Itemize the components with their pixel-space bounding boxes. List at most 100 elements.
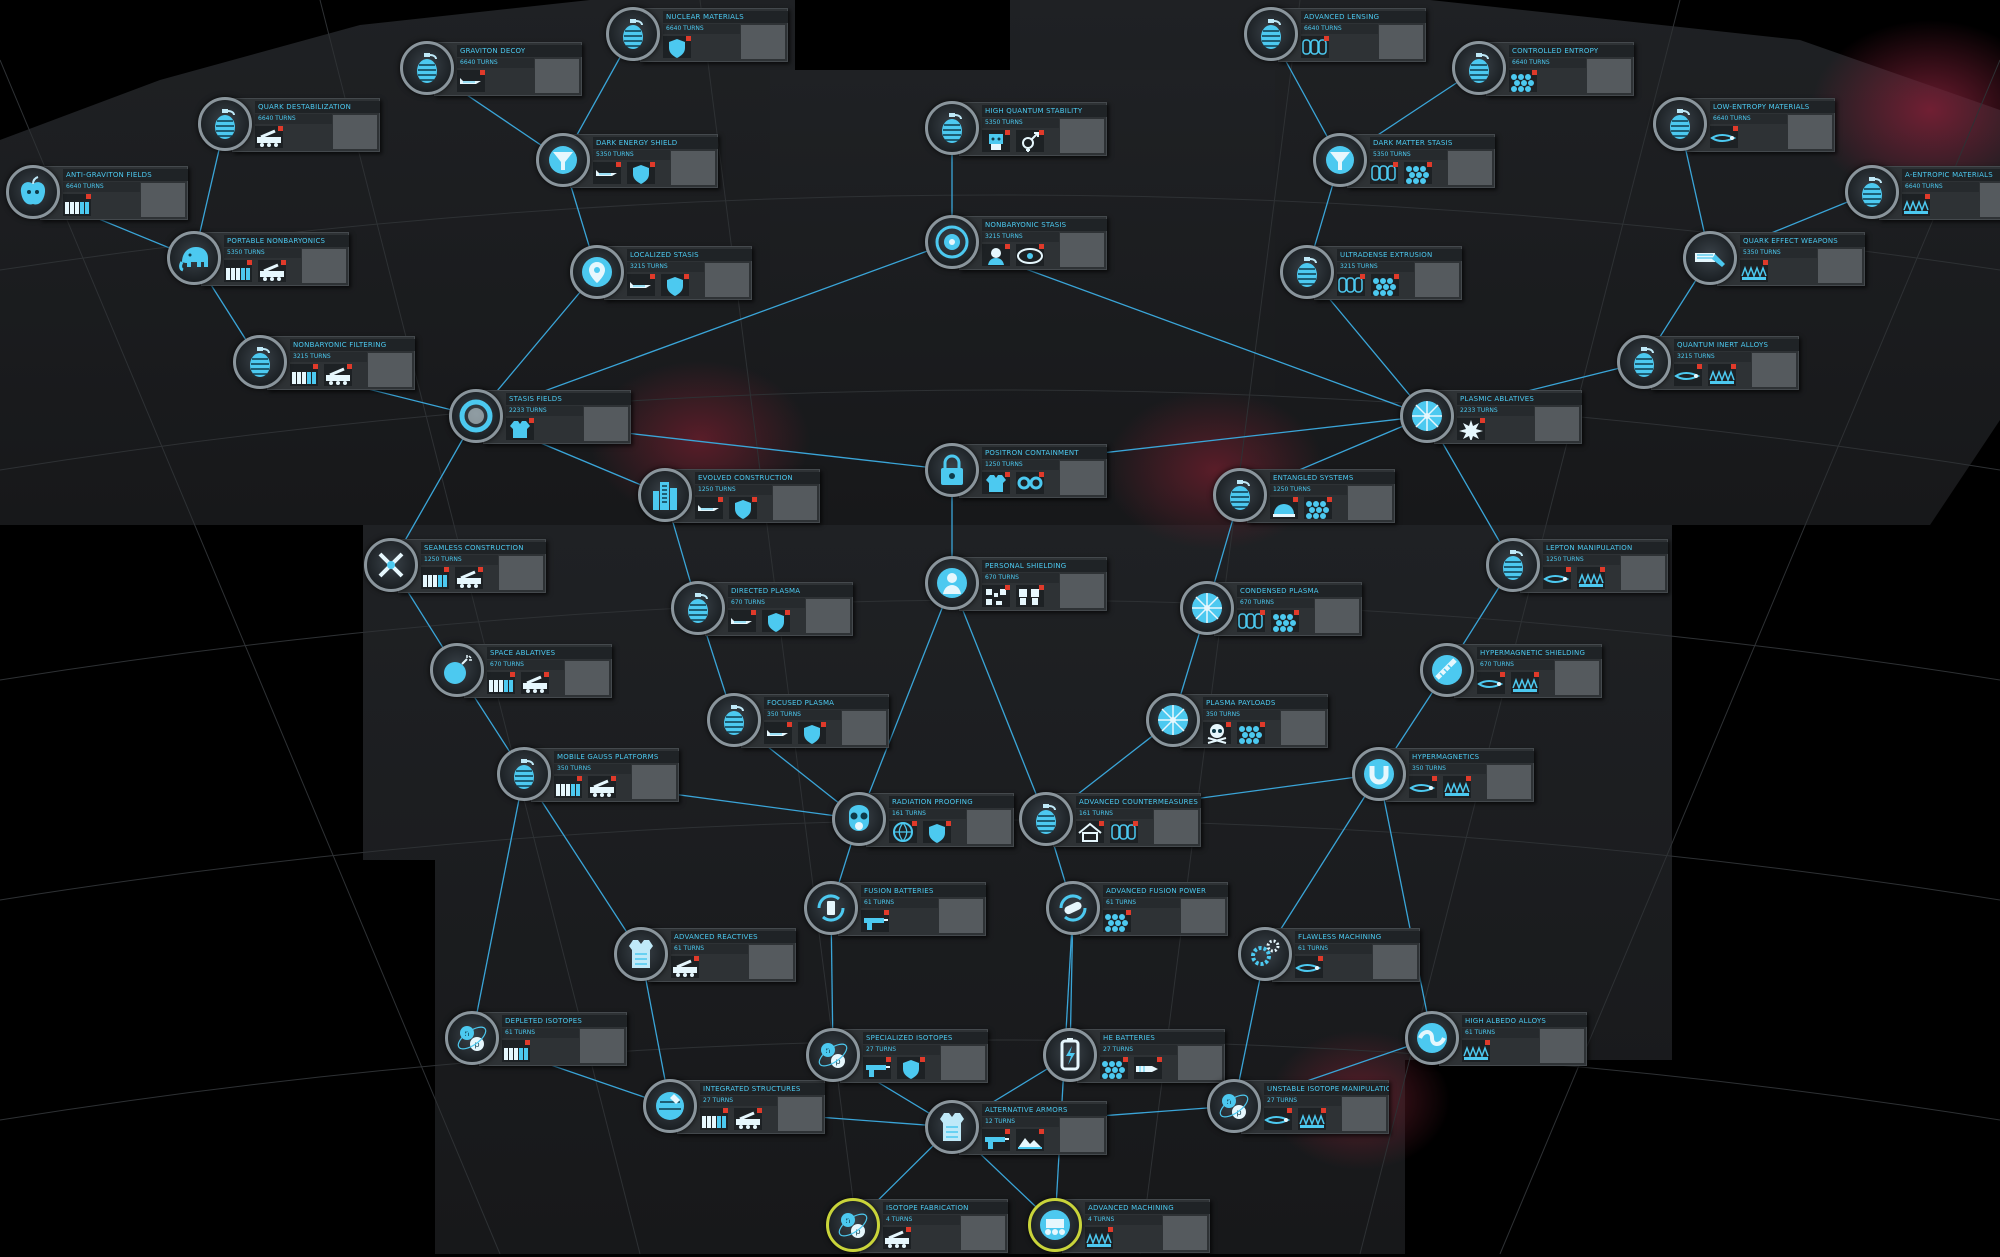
waveform-icon[interactable] — [1443, 776, 1471, 798]
tech-card[interactable]: Depleted Isotopes61 Turns — [479, 1012, 627, 1066]
tech-icon-button[interactable] — [1653, 97, 1707, 151]
tech-node-ultradense-extrusion[interactable]: Ultradense Extrusion3215 Turns — [1280, 242, 1470, 304]
tech-icon-button[interactable] — [233, 335, 287, 389]
terrain-icon[interactable] — [1016, 1129, 1044, 1151]
tech-icon-button[interactable] — [643, 1079, 697, 1133]
waveform-icon[interactable] — [1708, 364, 1736, 386]
cells-icon[interactable] — [1337, 274, 1365, 296]
globe-icon[interactable] — [889, 821, 917, 843]
tech-card[interactable]: Fusion Batteries61 Turns — [838, 882, 986, 936]
hexmesh-icon[interactable] — [1100, 1057, 1128, 1079]
jet-icon[interactable] — [1264, 1108, 1292, 1130]
tech-icon-button[interactable] — [1028, 1198, 1082, 1252]
tech-icon-button[interactable] — [198, 97, 252, 151]
tech-card[interactable]: Nonbaryonic Filtering3215 Turns — [267, 336, 415, 390]
jet-icon[interactable] — [1477, 672, 1505, 694]
house-icon[interactable] — [1076, 821, 1104, 843]
tech-node-high-albedo-alloys[interactable]: High Albedo Alloys61 Turns — [1405, 1008, 1595, 1070]
launcher-truck-icon[interactable] — [588, 776, 616, 798]
tech-card[interactable]: Nonbaryonic Stasis3215 Turns — [959, 216, 1107, 270]
armor-icon[interactable] — [506, 418, 534, 440]
tech-icon-button[interactable] — [638, 468, 692, 522]
tech-node-graviton-decoy[interactable]: Graviton Decoy6640 Turns — [400, 38, 590, 100]
waveform-icon[interactable] — [1740, 260, 1768, 282]
ammo-icon[interactable] — [700, 1108, 728, 1130]
tech-card[interactable]: Specialized Isotopes27 Turns — [840, 1029, 988, 1083]
tech-node-hypermagnetics[interactable]: Hypermagnetics350 Turns — [1352, 744, 1542, 806]
tech-node-isotope-fabrication[interactable]: Isotope Fabrication4 Turnsnp — [826, 1195, 1016, 1257]
tech-card[interactable]: A-Entropic Materials6640 Turns — [1879, 166, 2000, 220]
waveform-icon[interactable] — [1902, 194, 1930, 216]
waveform-icon[interactable] — [1298, 1108, 1326, 1130]
tech-card[interactable]: Flawless Machining61 Turns — [1272, 928, 1420, 982]
tech-icon-button[interactable] — [614, 927, 668, 981]
ammo-icon[interactable] — [487, 672, 515, 694]
tech-icon-button[interactable] — [1400, 389, 1454, 443]
tech-icon-button[interactable] — [6, 165, 60, 219]
tech-icon-button[interactable] — [925, 215, 979, 269]
tech-card[interactable]: Hypermagnetics350 Turns — [1386, 748, 1534, 802]
robots-icon[interactable] — [1016, 585, 1044, 607]
launcher-truck-icon[interactable] — [521, 672, 549, 694]
tech-card[interactable]: High Quantum Stability5350 Turns — [959, 102, 1107, 156]
tech-node-nuclear-materials[interactable]: Nuclear Materials6640 Turns — [606, 4, 796, 66]
helmet-icon[interactable] — [1270, 497, 1298, 519]
tech-icon-button[interactable] — [1043, 1028, 1097, 1082]
tech-card[interactable]: Localized Stasis3215 Turns — [604, 246, 752, 300]
tech-icon-button[interactable] — [671, 581, 725, 635]
tech-card[interactable]: Advanced Machining4 Turns — [1062, 1199, 1210, 1253]
jet-icon[interactable] — [1409, 776, 1437, 798]
tech-node-depleted-isotopes[interactable]: Depleted Isotopes61 Turnsnp — [445, 1008, 635, 1070]
ammo-icon[interactable] — [290, 364, 318, 386]
tech-icon-button[interactable] — [570, 245, 624, 299]
tech-node-integrated-structures[interactable]: Integrated Structures27 Turns — [643, 1076, 833, 1138]
tech-node-lepton-manipulation[interactable]: Lepton Manipulation1250 Turns — [1486, 535, 1676, 597]
tech-card[interactable]: Evolved Construction1250 Turns — [672, 469, 820, 523]
tech-card[interactable]: Seamless Construction1250 Turns — [398, 539, 546, 593]
tech-icon-button[interactable] — [364, 538, 418, 592]
tech-node-entangled-systems[interactable]: Entangled Systems1250 Turns — [1213, 465, 1403, 527]
tech-node-positron-containment[interactable]: Positron Containment1250 Turns — [925, 440, 1115, 502]
waveform-icon[interactable] — [1511, 672, 1539, 694]
hexmesh-icon[interactable] — [1509, 70, 1537, 92]
tech-node-controlled-entropy[interactable]: Controlled Entropy6640 Turns — [1452, 38, 1642, 100]
jet-icon[interactable] — [1295, 956, 1323, 978]
tech-icon-button[interactable] — [1244, 7, 1298, 61]
tech-icon-button[interactable] — [1213, 468, 1267, 522]
gender-icon[interactable] — [1016, 130, 1044, 152]
tech-node-hypermagnetic-shielding[interactable]: Hypermagnetic Shielding670 Turns — [1420, 640, 1610, 702]
tech-node-advanced-lensing[interactable]: Advanced Lensing6640 Turns — [1244, 4, 1434, 66]
tech-icon-button[interactable] — [1452, 41, 1506, 95]
tech-node-anti-graviton-fields[interactable]: Anti-Graviton Fields6640 Turns — [6, 162, 196, 224]
tech-node-specialized-isotopes[interactable]: Specialized Isotopes27 Turnsnp — [806, 1025, 996, 1087]
tech-card[interactable]: Advanced Countermeasures161 Turns — [1053, 793, 1201, 847]
explosion-icon[interactable] — [1457, 418, 1485, 442]
hexmesh-icon[interactable] — [1304, 497, 1332, 519]
tech-card[interactable]: Controlled Entropy6640 Turns — [1486, 42, 1634, 96]
tech-icon-button[interactable] — [400, 41, 454, 95]
tech-node-seamless-construction[interactable]: Seamless Construction1250 Turns — [364, 535, 554, 597]
ammo-icon[interactable] — [554, 776, 582, 798]
missile-icon[interactable] — [695, 497, 723, 519]
tech-node-high-quantum-stability[interactable]: High Quantum Stability5350 Turns — [925, 98, 1115, 160]
tech-card[interactable]: Anti-Graviton Fields6640 Turns — [40, 166, 188, 220]
shield-icon[interactable] — [762, 610, 790, 632]
tech-card[interactable]: Hypermagnetic Shielding670 Turns — [1454, 644, 1602, 698]
tech-node-quantum-inert-alloys[interactable]: Quantum Inert Alloys3215 Turns — [1617, 332, 1807, 394]
tech-icon-button[interactable] — [1845, 165, 1899, 219]
tech-node-dark-matter-stasis[interactable]: Dark Matter Stasis5350 Turns — [1313, 130, 1503, 192]
launcher-truck-icon[interactable] — [734, 1108, 762, 1130]
shield-icon[interactable] — [798, 722, 826, 744]
tech-card[interactable]: Dark Matter Stasis5350 Turns — [1347, 134, 1495, 188]
jet-icon[interactable] — [1674, 364, 1702, 386]
tech-card[interactable]: Portable Nonbaryonics5350 Turns — [201, 232, 349, 286]
cells-icon[interactable] — [1370, 162, 1398, 184]
shield-icon[interactable] — [897, 1057, 925, 1079]
shield-icon[interactable] — [661, 274, 689, 296]
tech-node-stasis-fields[interactable]: Stasis Fields2233 Turns — [449, 386, 639, 448]
tech-node-nonbaryonic-stasis[interactable]: Nonbaryonic Stasis3215 Turns — [925, 212, 1115, 274]
tech-card[interactable]: Space Ablatives670 Turns — [464, 644, 612, 698]
tech-icon-button[interactable] — [1683, 231, 1737, 285]
